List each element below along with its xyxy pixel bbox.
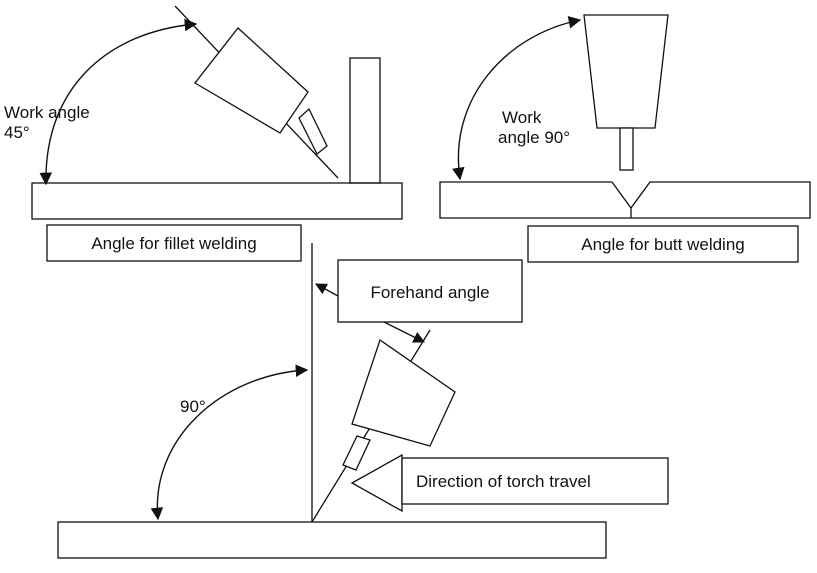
fillet-work-angle-value: 45° — [4, 123, 30, 142]
butt-torch-nozzle — [583, 14, 669, 129]
butt-work-angle-arc — [452, 16, 582, 181]
butt-torch — [583, 14, 669, 171]
butt-caption: Angle for butt welding — [581, 235, 745, 254]
travel-torch — [342, 338, 456, 471]
fillet-base-plate — [31, 182, 403, 220]
fillet-work-angle-arc — [39, 18, 198, 186]
fillet-torch — [194, 27, 328, 156]
forehand-angle-box — [337, 259, 523, 323]
travel-base-plate — [57, 521, 607, 559]
forehand-pointer-right — [383, 321, 426, 343]
butt-work-angle-label: Work — [502, 108, 542, 127]
forehand-pointer-left — [314, 283, 339, 297]
travel-angle-panel: 90° Forehand angle Direction of torch tr… — [57, 243, 669, 559]
fillet-caption: Angle for fillet welding — [91, 234, 256, 253]
fillet-welding-panel: Work angle 45° Angle for fillet welding — [4, 5, 403, 262]
butt-welding-panel: Work angle 90° Angle for butt welding — [439, 14, 811, 263]
butt-work-angle-value: angle 90° — [498, 128, 570, 147]
travel-torch-tip — [342, 435, 371, 471]
butt-torch-tip — [619, 127, 634, 171]
butt-plates — [439, 181, 811, 219]
travel-direction-box — [401, 457, 669, 505]
forehand-angle-label: Forehand angle — [370, 283, 489, 302]
fillet-caption-box — [46, 224, 302, 262]
travel-direction-label: Direction of torch travel — [416, 472, 591, 491]
fillet-vertical-plate — [349, 57, 381, 184]
travel-torch-nozzle — [351, 338, 456, 447]
fillet-work-angle-label: Work angle — [4, 103, 90, 122]
right-angle-label: 90° — [180, 397, 206, 416]
right-angle-arc — [150, 364, 309, 521]
butt-caption-box — [527, 225, 799, 263]
fillet-torch-nozzle — [194, 27, 309, 134]
fillet-torch-tip — [298, 107, 328, 156]
